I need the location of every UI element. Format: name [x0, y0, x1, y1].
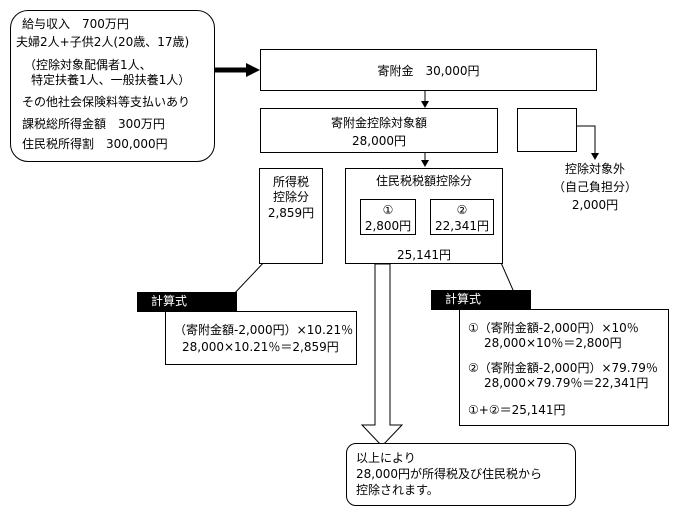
arrow-head-excluded [591, 153, 599, 160]
formula-right-line: 28,000×10％＝2,800円 [484, 336, 622, 350]
conditions-box: 給与収入 700万円 夫婦2人+子供2人(20歳、17歳) （控除対象配偶者1人… [10, 10, 215, 162]
condition-line: 特定扶養1人、一般扶養1人） [31, 73, 191, 87]
excluded-box [517, 108, 577, 152]
formula-right-line: ①+②＝25,141円 [468, 403, 566, 417]
arrow-head-resident [421, 160, 429, 167]
formula-left-line: 28,000×10.21％＝2,859円 [182, 340, 339, 354]
resident-part1-box: ① 2,800円 [360, 199, 416, 235]
hollow-arrow-conclusion [360, 263, 404, 447]
resident-part2-box: ② 22,341円 [430, 199, 494, 235]
excluded-value: 2,000円 [571, 198, 619, 212]
resident-tax-box: 住民税税額控除分 ① 2,800円 ② 22,341円 25,141円 [345, 168, 503, 264]
resident-tax-label: 住民税税額控除分 [375, 174, 472, 188]
conclusion-line: 以上により [356, 451, 416, 465]
formula-box-right: ①（寄附金額-2,000円）×10％ 28,000×10％＝2,800円 ②（寄… [459, 309, 669, 426]
deductible-box: 寄附金控除対象額 28,000円 [260, 108, 498, 153]
condition-line: その他社会保険料等支払いあり [22, 95, 191, 109]
formula-tag-right: 計算式 [431, 290, 531, 310]
income-tax-box: 所得税 控除分 2,859円 [259, 168, 323, 264]
condition-line: 課税総所得金額 300万円 [22, 117, 165, 131]
formula-right-line: ①（寄附金額-2,000円）×10％ [468, 321, 639, 335]
income-tax-label: 控除分 [272, 190, 309, 204]
formula-right-line: 28,000×79.79％＝22,341円 [484, 376, 649, 390]
excluded-sub: （自己負担分） [552, 180, 637, 194]
condition-line: 給与収入 700万円 [22, 17, 129, 31]
income-tax-label: 所得税 [272, 175, 309, 189]
part2-mark: ② [456, 203, 468, 217]
part1-mark: ① [382, 203, 394, 217]
conclusion-line: 控除されます。 [356, 483, 439, 497]
thick-arrow-head [246, 63, 260, 77]
income-tax-value: 2,859円 [267, 206, 315, 220]
excluded-label: 控除対象外 [564, 162, 625, 176]
deductible-value: 28,000円 [352, 134, 406, 148]
condition-line: 住民税所得割 300,000円 [22, 137, 168, 151]
formula-right-line: ②（寄附金額-2,000円）×79.79％ [468, 361, 658, 375]
formula-tag-left: 計算式 [137, 292, 237, 312]
condition-line: （控除対象配偶者1人、 [24, 58, 152, 72]
part1-value: 2,800円 [364, 219, 412, 233]
conclusion-line: 28,000円が所得税及び住民税から [356, 467, 542, 481]
conclusion-box: 以上により 28,000円が所得税及び住民税から 控除されます。 [346, 443, 576, 506]
arrow-head-deductible [421, 101, 429, 108]
formula-box-left: （寄附金額-2,000円）×10.21％ 28,000×10.21％＝2,859… [165, 311, 357, 365]
deductible-label: 寄附金控除対象額 [330, 116, 427, 130]
resident-tax-total: 25,141円 [397, 248, 451, 262]
condition-line: 夫婦2人+子供2人(20歳、17歳) [16, 35, 190, 49]
formula-left-line: （寄附金額-2,000円）×10.21％ [174, 323, 354, 337]
donation-box: 寄附金 30,000円 [260, 49, 597, 91]
donation-label: 寄附金 30,000円 [377, 64, 480, 78]
part2-value: 22,341円 [435, 219, 489, 233]
